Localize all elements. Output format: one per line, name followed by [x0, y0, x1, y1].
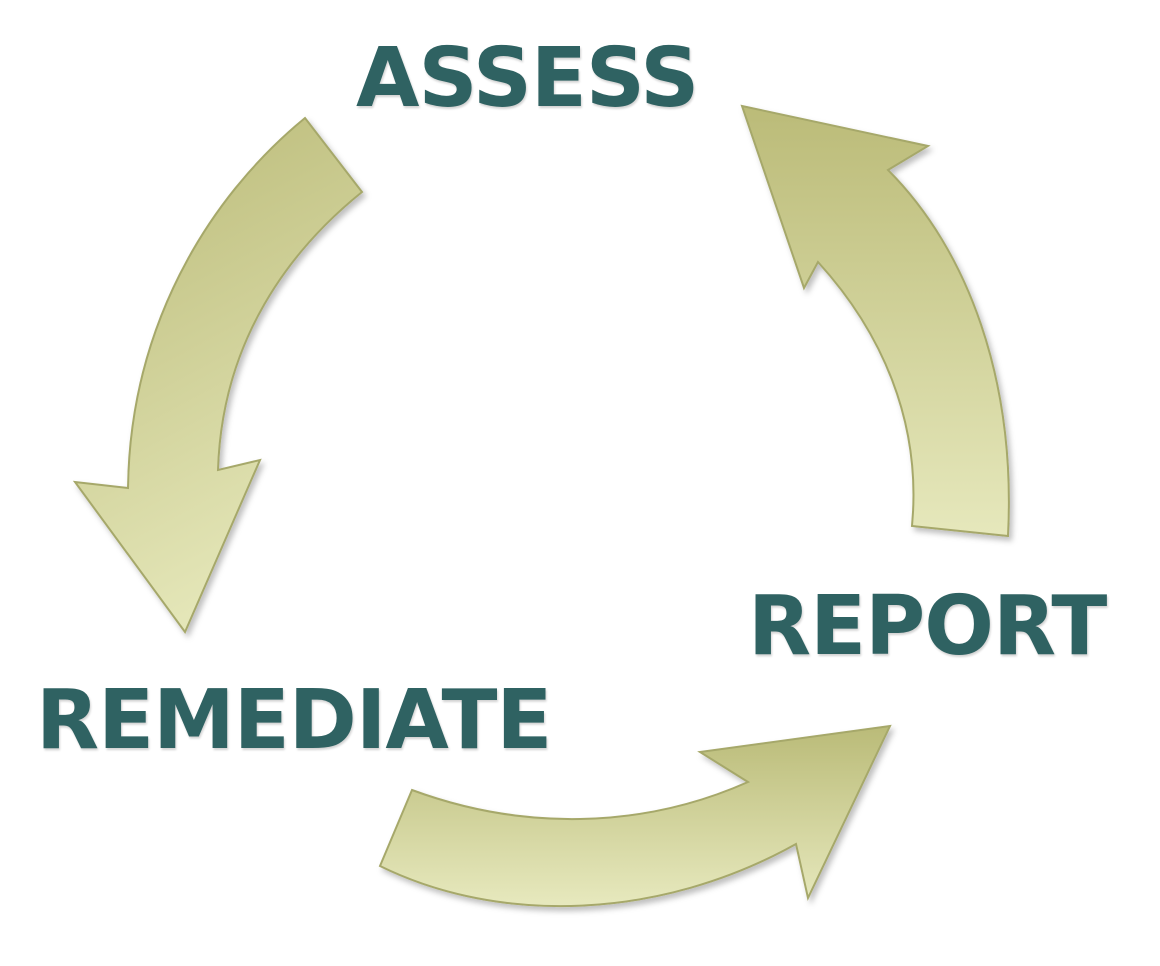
stage-label-report: REPORT	[748, 579, 1107, 674]
arrow-assess-to-remediate	[72, 116, 364, 634]
arrow-report-to-assess	[740, 104, 1010, 538]
stage-label-remediate: REMEDIATE	[36, 673, 552, 768]
stage-label-assess: ASSESS	[356, 31, 699, 126]
arrow-remediate-to-report	[378, 724, 892, 908]
